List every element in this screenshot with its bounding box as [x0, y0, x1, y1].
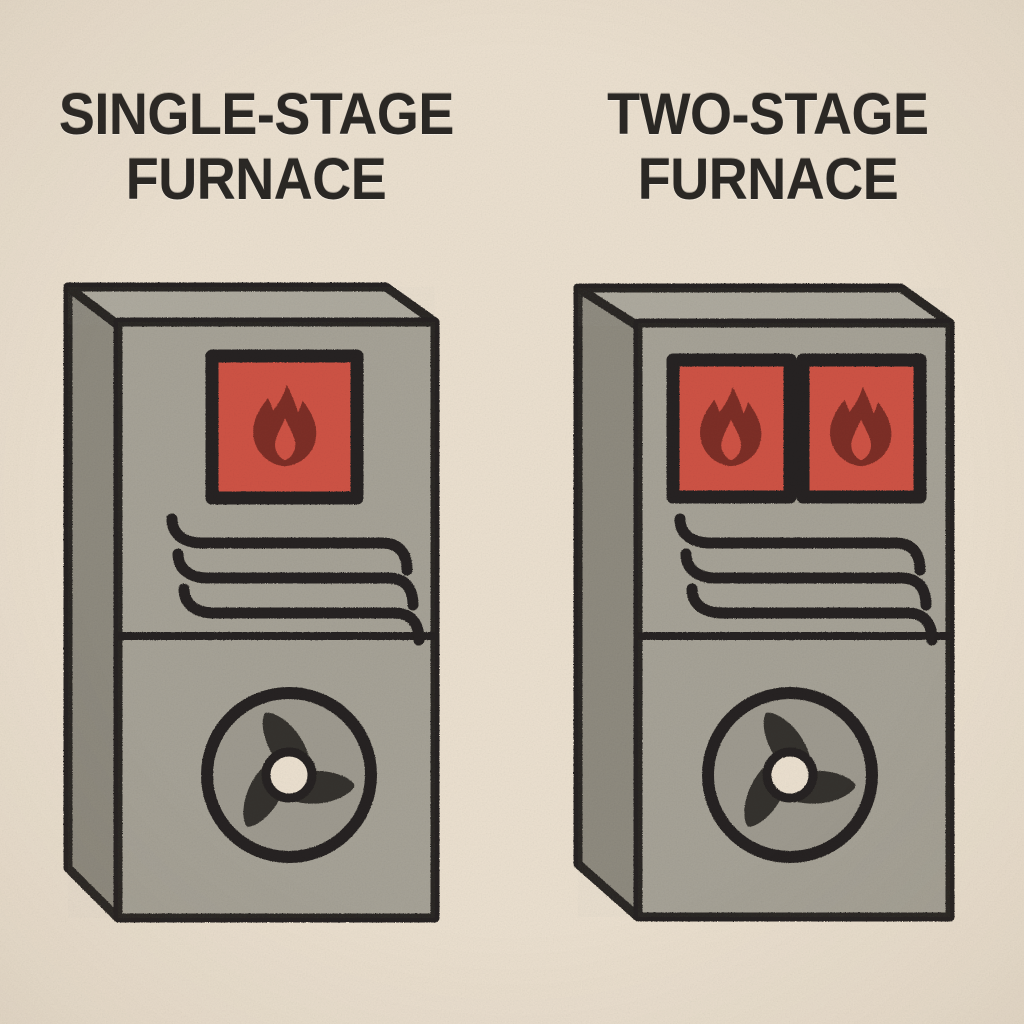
furnace-right-burner-window-2: [796, 353, 927, 504]
furnace-right-side-panel: [573, 283, 643, 922]
furnace-two-stage: [573, 283, 955, 922]
furnace-right-burner-window-1: [666, 353, 797, 504]
title-two-stage-line1: TWO-STAGE: [607, 82, 929, 147]
title-single-stage-line1: SINGLE-STAGE: [58, 82, 454, 147]
fan-center-hub: [762, 747, 818, 803]
titles-row: SINGLE-STAGE FURNACE TWO-STAGE FURNACE: [0, 0, 1024, 250]
fan-center-hub: [261, 747, 317, 803]
title-single-stage: SINGLE-STAGE FURNACE: [0, 0, 512, 250]
title-two-stage-line2: FURNACE: [637, 147, 899, 213]
furnace-left-blower-fan: [201, 687, 377, 863]
furnace-right-blower-fan: [702, 687, 878, 863]
title-single-stage-line2: FURNACE: [125, 147, 387, 213]
title-two-stage: TWO-STAGE FURNACE: [512, 0, 1024, 250]
furnace-left-side-panel: [63, 282, 123, 923]
furnace-left-burner-window-1: [205, 349, 364, 505]
furnace-single-stage: [63, 282, 440, 923]
